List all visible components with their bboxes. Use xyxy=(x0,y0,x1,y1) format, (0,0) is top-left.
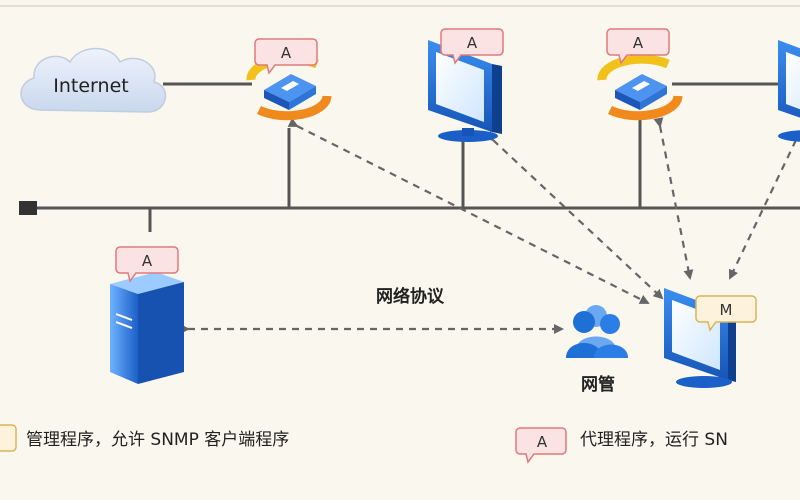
admin-people-icon xyxy=(566,305,628,358)
arrow-router1-manager xyxy=(287,117,650,304)
manager-label: 网管 xyxy=(581,374,615,395)
router-icon xyxy=(246,54,332,121)
agent-tag-router1: A xyxy=(254,38,318,75)
legend-agent-swatch: A xyxy=(515,427,567,464)
svg-text:A: A xyxy=(142,252,153,270)
svg-text:A: A xyxy=(281,44,292,62)
internet-cloud: Internet xyxy=(20,47,167,113)
legend: 管理程序，允许 SNMP 客户端程序 A 代理程序，运行 SN xyxy=(0,424,728,464)
server-icon xyxy=(110,272,184,384)
svg-text:A: A xyxy=(467,34,478,52)
legend-manager-swatch xyxy=(0,424,17,452)
monitor-icon xyxy=(778,40,800,142)
svg-text:M: M xyxy=(720,301,733,319)
internet-label: Internet xyxy=(53,75,128,97)
protocol-arrows xyxy=(180,117,800,334)
agent-tag-server: A xyxy=(115,246,179,283)
svg-text:A: A xyxy=(537,433,548,451)
agent-tag-router2: A xyxy=(606,28,670,65)
protocol-label: 网络协议 xyxy=(376,286,445,307)
legend-manager-text: 管理程序，允许 SNMP 客户端程序 xyxy=(26,430,289,450)
monitor-icon xyxy=(428,40,502,142)
svg-text:A: A xyxy=(633,34,644,52)
router-icon xyxy=(597,54,683,121)
arrow-router2-manager xyxy=(653,117,694,280)
arrow-monitor1-manager xyxy=(483,130,664,300)
legend-agent-text: 代理程序，运行 SN xyxy=(580,430,728,450)
manager-tag: M xyxy=(695,295,757,332)
agent-tag-monitor1: A xyxy=(440,28,504,65)
